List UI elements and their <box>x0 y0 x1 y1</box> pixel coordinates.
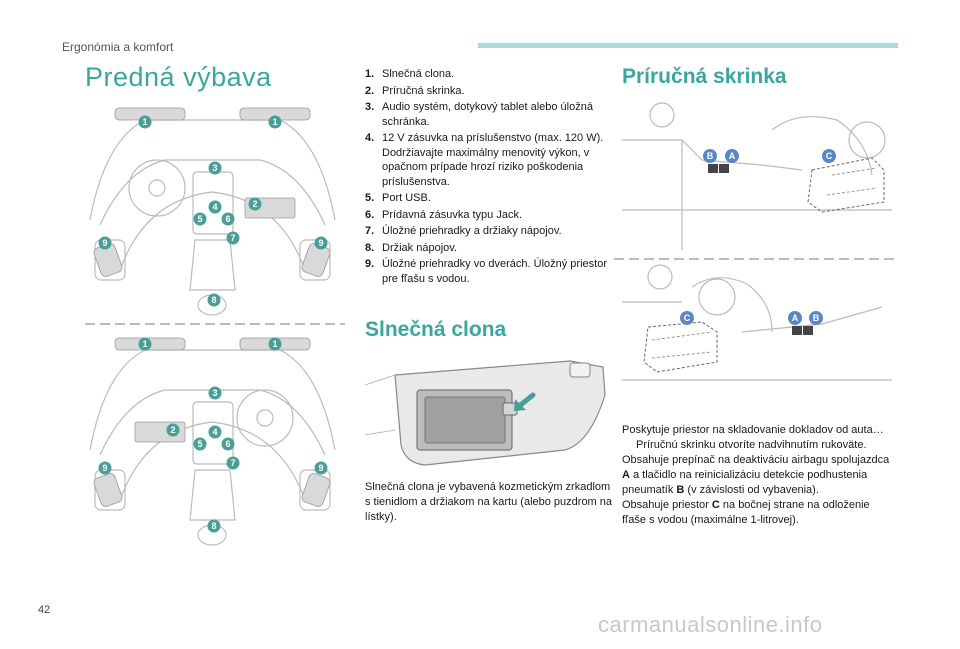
section-header: Ergonómia a komfort <box>62 40 174 54</box>
watermark: carmanualsonline.info <box>598 612 823 637</box>
glovebox-intro: Poskytuje priestor na skladovanie doklad… <box>622 424 884 436</box>
list-item: 9.Úložné priehradky vo dverách. Úložný p… <box>365 258 607 285</box>
list-item: 2.Príručná skrinka. <box>365 84 465 97</box>
callout-label: A <box>729 151 736 161</box>
bullet-item: Príručnú skrinku otvoríte nadvihnutím ru… <box>622 438 892 453</box>
sun-visor-heading: Slnečná clona <box>365 318 507 341</box>
equipment-list: 1.Slnečná clona. 2.Príručná skrinka. 3.A… <box>365 67 615 288</box>
bullet-icon <box>622 438 636 453</box>
glovebox-diagram-rhd: C A B <box>622 264 892 381</box>
interior-diagram-lhd: 1 1 3 2 4 5 6 7 9 9 8 <box>89 107 336 316</box>
section-divider <box>614 258 894 260</box>
glovebox-airbag-info: Obsahuje prepínač na deaktiváciu airbagu… <box>622 454 890 496</box>
section-divider <box>85 323 345 325</box>
sun-visor-illustration <box>365 360 606 466</box>
glovebox-text: Poskytuje priestor na skladovanie doklad… <box>622 423 892 528</box>
callout-label: 6 <box>225 214 230 224</box>
callout-label: 9 <box>318 238 323 248</box>
callout-label: 9 <box>318 463 323 473</box>
callout-label: C <box>684 313 691 323</box>
header-accent-bar <box>478 43 898 48</box>
callout-label: 1 <box>142 117 147 127</box>
callout-label: B <box>707 151 714 161</box>
glovebox-diagram-lhd: B A C <box>622 102 892 250</box>
callout-label: B <box>813 313 820 323</box>
callout-label: 1 <box>142 339 147 349</box>
callout-label: C <box>826 151 833 161</box>
list-item: 5.Port USB. <box>365 192 431 204</box>
sun-visor-text: Slnečná clona je vybavená kozmetickým zr… <box>365 481 613 523</box>
callout-label: 6 <box>225 439 230 449</box>
callout-label: 4 <box>212 202 217 212</box>
list-item: 7.Úložné priehradky a držiaky nápojov. <box>365 225 562 237</box>
callout-label: 2 <box>252 199 257 209</box>
list-item: 3.Audio systém, dotykový tablet alebo úl… <box>365 101 593 128</box>
callout-label: 1 <box>272 117 277 127</box>
callout-label: 3 <box>212 388 217 398</box>
callout-label: 9 <box>102 463 107 473</box>
glovebox-heading: Príručná skrinka <box>622 65 787 88</box>
list-item: 4.12 V zásuvka na príslušenstvo (max. 12… <box>365 132 604 188</box>
callout-label: 4 <box>212 427 217 437</box>
callout-label: 3 <box>212 163 217 173</box>
interior-diagram-rhd: 1 1 3 2 4 5 6 7 9 9 8 <box>89 337 336 546</box>
callout-label: A <box>792 313 799 323</box>
callout-label: 2 <box>170 425 175 435</box>
glovebox-bottle-info: Obsahuje priestor C na bočnej strane na … <box>622 499 870 526</box>
callout-label: 5 <box>197 214 202 224</box>
callout-label: 8 <box>211 295 216 305</box>
list-item: 6.Prídavná zásuvka typu Jack. <box>365 208 523 221</box>
page-title: Predná výbava <box>85 62 272 92</box>
callout-label: 8 <box>211 521 216 531</box>
callout-label: 7 <box>230 458 235 468</box>
callout-label: 1 <box>272 339 277 349</box>
callout-label: 7 <box>230 233 235 243</box>
callout-label: 9 <box>102 238 107 248</box>
page-number: 42 <box>38 604 51 616</box>
list-item: 8.Držiak nápojov. <box>365 241 457 254</box>
list-item: 1.Slnečná clona. <box>365 68 455 80</box>
callout-label: 5 <box>197 439 202 449</box>
